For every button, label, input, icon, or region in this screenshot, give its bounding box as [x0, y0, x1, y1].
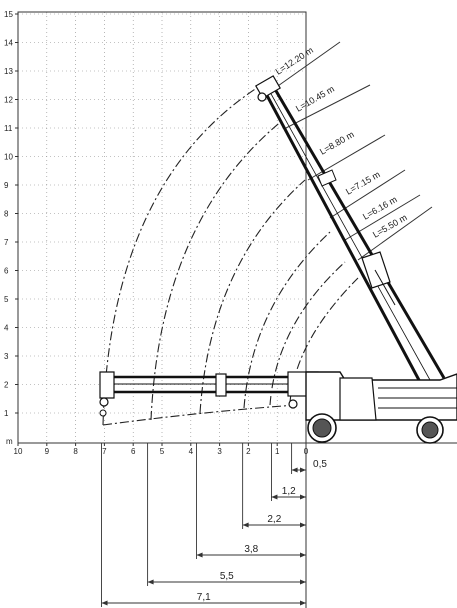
dimension-arrow [300, 494, 306, 500]
x-tick-label: 6 [131, 447, 136, 456]
arc-5-50 [289, 277, 359, 403]
arc-ground [102, 404, 297, 426]
y-tick-label: 7 [4, 238, 9, 247]
dimension-arrow [242, 522, 249, 528]
dimension-label: 0,5 [313, 459, 327, 470]
boom-label-10-45: L=10.45 m [294, 84, 336, 114]
y-tick-label: 13 [4, 67, 13, 76]
grid [18, 12, 306, 443]
y-tick-label: 5 [4, 295, 9, 304]
arc-7-15 [243, 231, 331, 409]
x-tick-label: 1 [275, 447, 280, 456]
dimension-label: 2,2 [267, 514, 281, 525]
dimension-arrow [300, 552, 306, 558]
dimension-arrow [196, 552, 203, 558]
dimension-label: 7,1 [197, 592, 211, 603]
y-tick-label: 3 [4, 352, 9, 361]
y-axis-unit: m [6, 437, 13, 446]
dimension-arrow [300, 600, 306, 606]
y-tick-label: 2 [4, 381, 9, 390]
crane-body [305, 371, 457, 444]
boom-label-12-20: L=12.20 m [274, 45, 315, 77]
y-tick-label: 8 [4, 210, 9, 219]
dimension-arrow [300, 522, 306, 528]
x-tick-label: 9 [45, 447, 50, 456]
dimension-arrow [300, 579, 306, 585]
dimension-label: 1,2 [282, 486, 296, 497]
y-tick-label: 12 [4, 96, 13, 105]
raised-boom [255, 75, 446, 383]
y-tick-label: 1 [4, 409, 9, 418]
x-tick-label: 2 [246, 447, 251, 456]
x-tick-label: 4 [189, 447, 194, 456]
arc-10-45 [150, 119, 284, 421]
boom-label-8-80: L=8.80 m [318, 129, 356, 157]
arc-6-16 [269, 261, 346, 406]
dimension-arrow [271, 494, 278, 500]
y-tick-label: 9 [4, 181, 9, 190]
x-tick-label: 10 [14, 447, 23, 456]
dimension-label: 5,5 [220, 571, 234, 582]
y-tick-label: 4 [4, 324, 9, 333]
reach-dimensions: 0,5 1,2 2,2 3,8 5,5 7,1 [101, 443, 327, 608]
dimension-arrow [147, 579, 154, 585]
reach-arcs [102, 83, 359, 426]
x-tick-label: 7 [102, 447, 107, 456]
arc-12-20 [102, 83, 264, 426]
y-tick-label: 11 [4, 124, 13, 133]
dimension-arrow [101, 600, 108, 606]
boom-label-5-50: L=5.50 m [371, 212, 409, 240]
lowered-boom [99, 371, 319, 417]
y-tick-label: 14 [4, 39, 13, 48]
y-tick-label: 6 [4, 267, 9, 276]
dimension-arrow [300, 467, 306, 473]
x-tick-label: 8 [73, 447, 78, 456]
boom-length-lines [267, 41, 433, 261]
y-tick-label: 10 [4, 153, 13, 162]
y-tick-label: 15 [4, 10, 13, 19]
x-tick-label: 3 [217, 447, 222, 456]
dimension-arrow [291, 467, 298, 473]
boom-label-7-15: L=7.15 m [344, 169, 382, 197]
x-tick-label: 5 [160, 447, 165, 456]
dimension-label: 3,8 [244, 544, 258, 555]
